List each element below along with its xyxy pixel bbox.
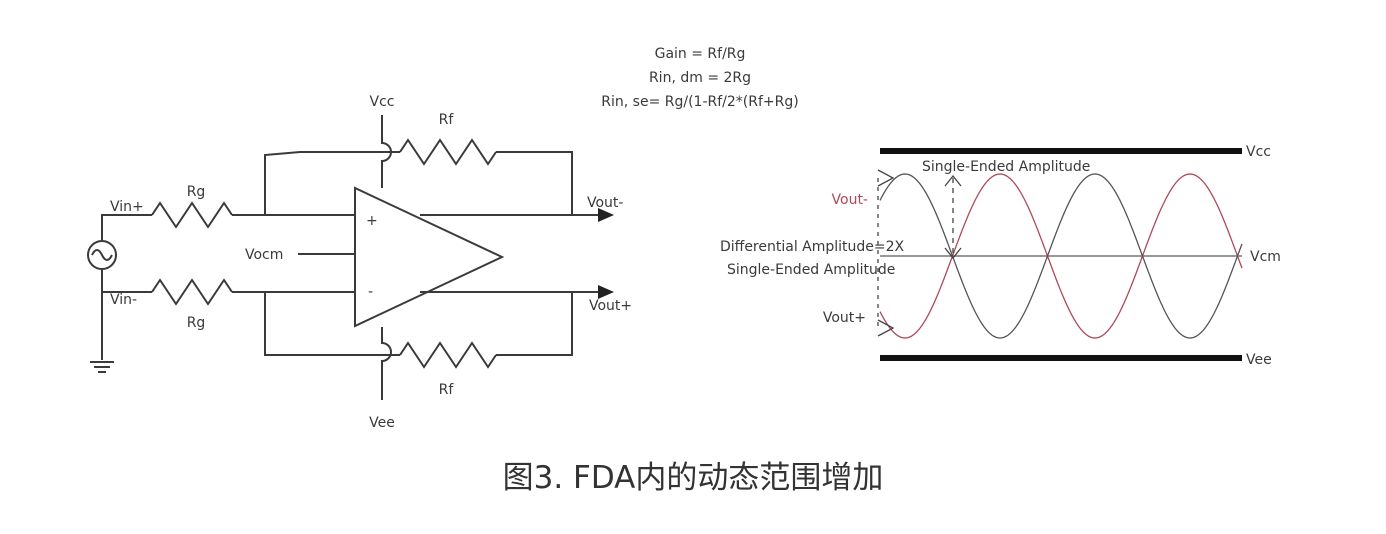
differential-amplitude-label-line2: Single-Ended Amplitude (727, 262, 895, 278)
fda-amplifier (354, 186, 505, 328)
fda-circuit (87, 115, 602, 400)
vout-minus-wave-label: Vout- (832, 192, 868, 208)
vcm-label: Vcm (1250, 249, 1281, 265)
vocm-label: Vocm (245, 247, 283, 263)
vee-supply-line (381, 327, 392, 400)
differential-amplitude-label: Differential Amplitude=2X (720, 239, 905, 255)
rf-bottom-label: Rf (439, 382, 455, 398)
figure-caption: 图3. FDA内的动态范围增加 (502, 460, 884, 496)
waveform-panel: Vcc Vee Vcm Vout- Vout+ Single-Ended Amp… (720, 144, 1281, 368)
vout-plus-waveform (879, 173, 1243, 339)
fda-diagram: Gain = Rf/Rg Rin, dm = 2Rg Rin, se= Rg/(… (87, 46, 1281, 431)
vin-minus-wire (101, 270, 152, 293)
formula-block: Gain = Rf/Rg Rin, dm = 2Rg Rin, se= Rg/(… (601, 46, 798, 110)
rin-se-formula: Rin, se= Rg/(1-Rf/2*(Rf+Rg) (601, 94, 798, 110)
rg-top-label: Rg (187, 184, 206, 200)
top-feedback-wire-out (496, 151, 573, 215)
rg-bottom-label: Rg (187, 315, 206, 331)
single-ended-amplitude-label: Single-Ended Amplitude (922, 159, 1090, 175)
single-ended-arrow-bottom (944, 247, 962, 260)
ac-source-sine (91, 249, 113, 261)
vin-plus-wire (101, 214, 152, 240)
vout-plus-label: Vout+ (589, 298, 632, 314)
vcc-rail-label: Vcc (1246, 144, 1271, 160)
vout-plus-wave-label: Vout+ (823, 310, 866, 326)
vout-minus-arrow (598, 208, 614, 222)
vout-plus-arrow (598, 285, 614, 299)
vin-plus-label: Vin+ (110, 199, 144, 215)
bottom-feedback-wire-out (496, 292, 573, 356)
differential-arrow-top (877, 169, 895, 187)
rf-bottom-resistor (399, 341, 497, 369)
vcc-label: Vcc (370, 94, 395, 110)
rf-top-label: Rf (439, 112, 455, 128)
rf-top-resistor (399, 138, 497, 166)
vout-minus-waveform (879, 173, 1243, 339)
vin-minus-label: Vin- (110, 292, 137, 308)
differential-arrow-bottom (877, 319, 895, 337)
plus-input-label: + (366, 213, 378, 229)
top-feedback-wire (264, 151, 382, 215)
ground-symbol (90, 361, 114, 373)
vout-minus-label: Vout- (587, 195, 623, 211)
gain-formula: Gain = Rf/Rg (655, 46, 746, 62)
vee-rail-label: Vee (1246, 352, 1272, 368)
single-ended-arrow-top (944, 174, 962, 187)
rin-dm-formula: Rin, dm = 2Rg (649, 70, 751, 86)
circuit-labels: Vcc Vee Rf Rf Rg Rg Vin+ Vin- Vocm + - V… (110, 94, 632, 431)
vee-label: Vee (369, 415, 395, 431)
minus-input-label: - (368, 284, 373, 300)
rg-top-resistor (151, 201, 233, 229)
bottom-feedback-wire (264, 292, 382, 356)
rg-bottom-resistor (151, 278, 233, 306)
